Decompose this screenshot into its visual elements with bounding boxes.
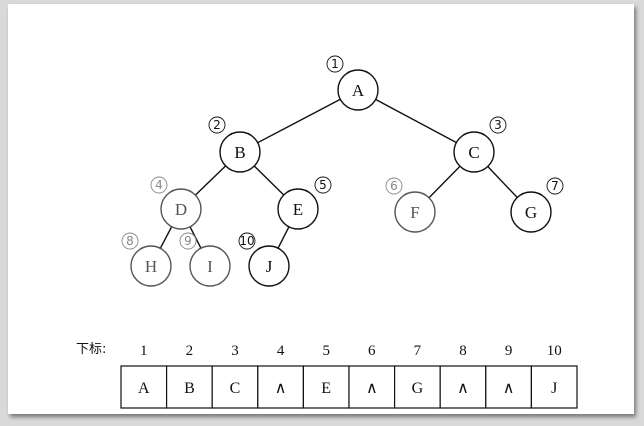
array-cell-box bbox=[394, 365, 441, 409]
tree-node-B: B2 bbox=[208, 116, 261, 173]
array-cell: E bbox=[302, 365, 350, 409]
tree-node-D: D4 bbox=[150, 176, 202, 230]
array-cell-value: ∧ bbox=[457, 380, 469, 397]
node-circle bbox=[337, 69, 379, 111]
node-number-ring bbox=[208, 116, 226, 134]
node-number: 2 bbox=[213, 118, 221, 132]
tree-node-J: J 10 bbox=[238, 232, 290, 287]
node-number: 6 bbox=[390, 179, 398, 193]
node-label: B bbox=[234, 143, 245, 162]
array-cell: G bbox=[394, 365, 441, 409]
array-cell-value: A bbox=[138, 380, 150, 397]
node-label: G bbox=[525, 203, 537, 222]
array-cell-box bbox=[485, 365, 532, 409]
node-label: H bbox=[145, 257, 157, 276]
array-cell: C bbox=[211, 365, 259, 409]
node-number: 4 bbox=[155, 178, 163, 192]
node-number: 10 bbox=[239, 234, 254, 248]
tree-node-G: G7 bbox=[510, 177, 564, 233]
node-number-ring bbox=[238, 232, 256, 250]
array-cell-value: E bbox=[321, 380, 331, 397]
array-cell-value: C bbox=[230, 380, 241, 397]
array-index: 2 bbox=[186, 343, 194, 359]
node-label: A bbox=[352, 81, 365, 100]
array-indices: 1 2 3 4 5 6 7 8 9 10 bbox=[140, 343, 562, 359]
array-cell-value: J bbox=[551, 380, 557, 397]
node-number-ring bbox=[314, 176, 332, 194]
tree-node-H: H8 bbox=[121, 232, 172, 287]
array-cell-box bbox=[439, 365, 487, 409]
array-cell: ∧ bbox=[485, 365, 532, 409]
node-circle bbox=[510, 191, 552, 233]
array-index: 10 bbox=[547, 343, 562, 359]
node-number-ring bbox=[489, 116, 507, 134]
tree-node-E: E5 bbox=[277, 176, 332, 230]
node-label: E bbox=[293, 200, 303, 219]
array-cell-value: G bbox=[412, 380, 424, 397]
tree-node-C: C3 bbox=[453, 116, 507, 173]
array-index: 7 bbox=[414, 343, 422, 359]
node-number: 9 bbox=[184, 234, 192, 248]
node-circle bbox=[130, 245, 172, 287]
tree-node-F: F6 bbox=[385, 177, 436, 233]
array-cell-box bbox=[120, 365, 168, 409]
node-label: D bbox=[175, 200, 187, 219]
array-cell-value: B bbox=[184, 380, 195, 397]
array-cell: A bbox=[120, 365, 168, 409]
array-cell-box bbox=[257, 365, 305, 409]
edge-A-B bbox=[239, 89, 359, 153]
node-number: 5 bbox=[319, 178, 327, 192]
node-circle bbox=[219, 131, 261, 173]
node-label: F bbox=[410, 203, 419, 222]
node-number-ring bbox=[546, 177, 564, 195]
node-circle bbox=[453, 131, 495, 173]
node-number: 7 bbox=[551, 179, 559, 193]
node-label: I bbox=[207, 257, 213, 276]
node-number: 3 bbox=[494, 118, 502, 132]
array-index: 6 bbox=[368, 343, 376, 359]
array-cell: ∧ bbox=[439, 365, 487, 409]
array-index: 9 bbox=[505, 343, 512, 359]
array-cell-value: ∧ bbox=[366, 380, 378, 397]
node-circle bbox=[160, 188, 202, 230]
array-cell-value: ∧ bbox=[275, 380, 287, 397]
array-index: 8 bbox=[459, 343, 467, 359]
node-circle bbox=[248, 245, 290, 287]
node-circle bbox=[394, 191, 436, 233]
node-label: C bbox=[468, 143, 479, 162]
array-index: 3 bbox=[231, 343, 239, 359]
node-circle bbox=[277, 188, 319, 230]
array-cell: ∧ bbox=[257, 365, 305, 409]
array-cell-box bbox=[530, 365, 578, 409]
node-number-ring bbox=[179, 232, 197, 250]
array-cell: J bbox=[530, 365, 578, 409]
node-number-ring bbox=[385, 177, 403, 195]
tree-node-I: I9 bbox=[179, 232, 231, 287]
array-cell: ∧ bbox=[348, 365, 396, 409]
tree-node-A: A1 bbox=[326, 55, 379, 111]
array-cells: A B C ∧ E ∧ G ∧ ∧ J bbox=[120, 365, 578, 409]
array-index: 1 bbox=[140, 343, 148, 359]
node-label: J bbox=[266, 257, 273, 276]
index-label: 下标: bbox=[76, 342, 106, 357]
node-number-ring bbox=[326, 55, 344, 73]
array-cell-value: ∧ bbox=[503, 380, 515, 397]
edge-A-C bbox=[357, 89, 475, 153]
array-index: 4 bbox=[277, 343, 285, 359]
tree-edges bbox=[150, 89, 532, 267]
array-index: 5 bbox=[322, 343, 330, 359]
array-cell-box bbox=[166, 365, 213, 409]
array-cell-box bbox=[211, 365, 259, 409]
node-number: 1 bbox=[331, 57, 339, 71]
array-storage: 下标: 1 2 3 4 5 6 7 8 9 10 A B C ∧ E ∧ G ∧ ∧ J bbox=[76, 342, 578, 409]
node-circle bbox=[189, 245, 231, 287]
node-number-ring bbox=[121, 232, 139, 250]
node-number-ring bbox=[150, 176, 168, 194]
array-cell: B bbox=[166, 365, 213, 409]
node-number: 8 bbox=[126, 234, 134, 248]
